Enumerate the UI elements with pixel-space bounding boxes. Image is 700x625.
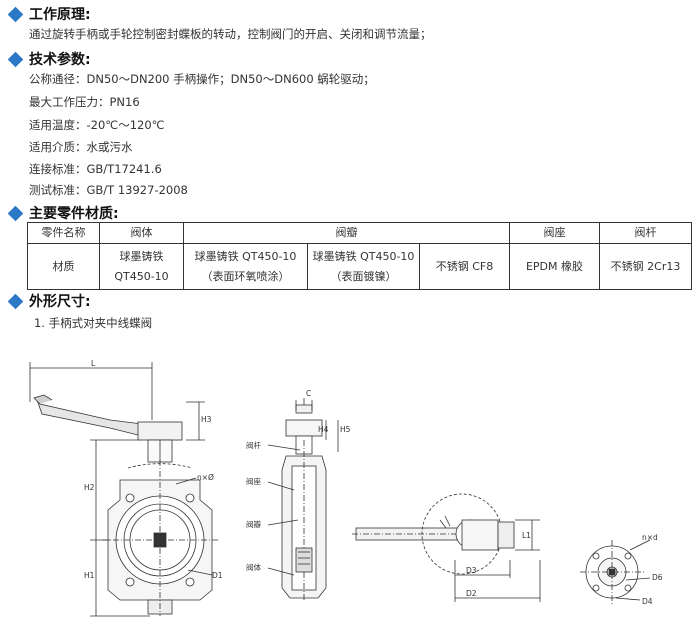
dim-label-D1: D1 — [212, 571, 223, 580]
dims-item: 1. 手柄式对夹中线蝶阀 — [34, 316, 153, 330]
dim-label-D4: D4 — [642, 597, 653, 606]
dim-label-D2: D2 — [466, 589, 477, 598]
table-header-cell: 阀瓣 — [183, 222, 510, 244]
stem-head — [295, 404, 313, 414]
param-line: 最大工作压力：PN16 — [29, 95, 140, 109]
parts-material-table: 零件名称 阀体 阀瓣 阀座 阀杆 材质 球墨铸铁 QT450-10 球墨铸铁 Q… — [27, 222, 692, 290]
diamond-bullet-icon — [7, 51, 24, 67]
part-label-body: 阀体 — [246, 562, 261, 572]
part-label-seat: 阀座 — [246, 476, 261, 486]
dim-label-H5: H5 — [340, 425, 351, 434]
cell-line: 球墨铸铁 — [119, 249, 164, 263]
dim-label-H1: H1 — [84, 571, 95, 580]
param-line: 测试标准：GB/T 13927-2008 — [29, 183, 188, 197]
dim-label-D6: D6 — [652, 573, 663, 582]
cell-line: 球墨铸铁 QT450-10 — [312, 249, 415, 263]
table-header-cell: 阀体 — [99, 222, 184, 244]
cell-line: （表面环氧喷涂） — [201, 269, 290, 283]
dim-label-H3: H3 — [201, 415, 212, 424]
part-label-stem: 阀杆 — [246, 440, 261, 450]
cell-line: （表面镀镍） — [330, 269, 397, 283]
cell-line: QT450-10 — [114, 269, 169, 283]
table-cell: 不锈钢 2Cr13 — [599, 243, 692, 290]
dim-label-C: C — [306, 389, 311, 398]
table-header-cell: 零件名称 — [27, 222, 100, 244]
section-title-parts: 主要零件材质: — [29, 206, 119, 222]
table-row: 材质 球墨铸铁 QT450-10 球墨铸铁 QT450-10 （表面环氧喷涂） … — [27, 243, 692, 290]
section-parts-header: 主要零件材质: — [7, 203, 119, 223]
dim-label-nphi: n×Ø — [197, 473, 214, 482]
param-line: 连接标准：GB/T17241.6 — [29, 162, 162, 176]
section-title-dims: 外形尺寸: — [29, 294, 91, 310]
section-title-principle: 工作原理: — [29, 7, 91, 23]
valve-technical-drawing: L H3 H2 H1 D1 n×Ø C H4 H5 阀杆 阀座 阀瓣 阀体 L1… — [29, 359, 663, 617]
dim-label-L1: L1 — [522, 531, 531, 540]
dim-label-H2: H2 — [84, 483, 95, 492]
section-params-header: 技术参数: — [7, 49, 91, 69]
cell-line: 球墨铸铁 QT450-10 — [194, 249, 297, 263]
section-dims-header: 外形尺寸: — [7, 291, 91, 311]
table-cell: 球墨铸铁 QT450-10 — [99, 243, 184, 290]
diamond-bullet-icon — [7, 205, 24, 221]
table-cell: 球墨铸铁 QT450-10 （表面环氧喷涂） — [183, 243, 308, 290]
diamond-bullet-icon — [7, 6, 24, 22]
param-line: 适用温度：-20℃～120℃ — [29, 118, 165, 132]
section-principle-header: 工作原理: — [7, 4, 91, 24]
diamond-bullet-icon — [7, 293, 24, 309]
table-cell: 球墨铸铁 QT450-10 （表面镀镍） — [307, 243, 420, 290]
param-line: 公称通径：DN50～DN200 手柄操作；DN50～DN600 蜗轮驱动； — [29, 72, 375, 86]
dim-label-H4: H4 — [318, 425, 329, 434]
part-label-disc: 阀瓣 — [246, 519, 261, 529]
table-header-cell: 阀座 — [509, 222, 600, 244]
leader-D1 — [187, 569, 213, 576]
table-header-cell: 阀杆 — [599, 222, 692, 244]
table-cell: EPDM 橡胶 — [509, 243, 600, 290]
table-cell: 材质 — [27, 243, 100, 290]
principle-text: 通过旋转手柄或手轮控制密封蝶板的转动，控制阀门的开启、关闭和调节流量； — [29, 27, 432, 41]
dim-label-nxd: n×d — [642, 533, 658, 542]
table-header-row: 零件名称 阀体 阀瓣 阀座 阀杆 — [27, 222, 692, 244]
param-line: 适用介质：水或污水 — [29, 140, 133, 154]
table-cell: 不锈钢 CF8 — [419, 243, 510, 290]
dim-label-D3: D3 — [466, 566, 477, 575]
dim-label-L: L — [91, 359, 96, 368]
section-title-params: 技术参数: — [29, 52, 91, 68]
